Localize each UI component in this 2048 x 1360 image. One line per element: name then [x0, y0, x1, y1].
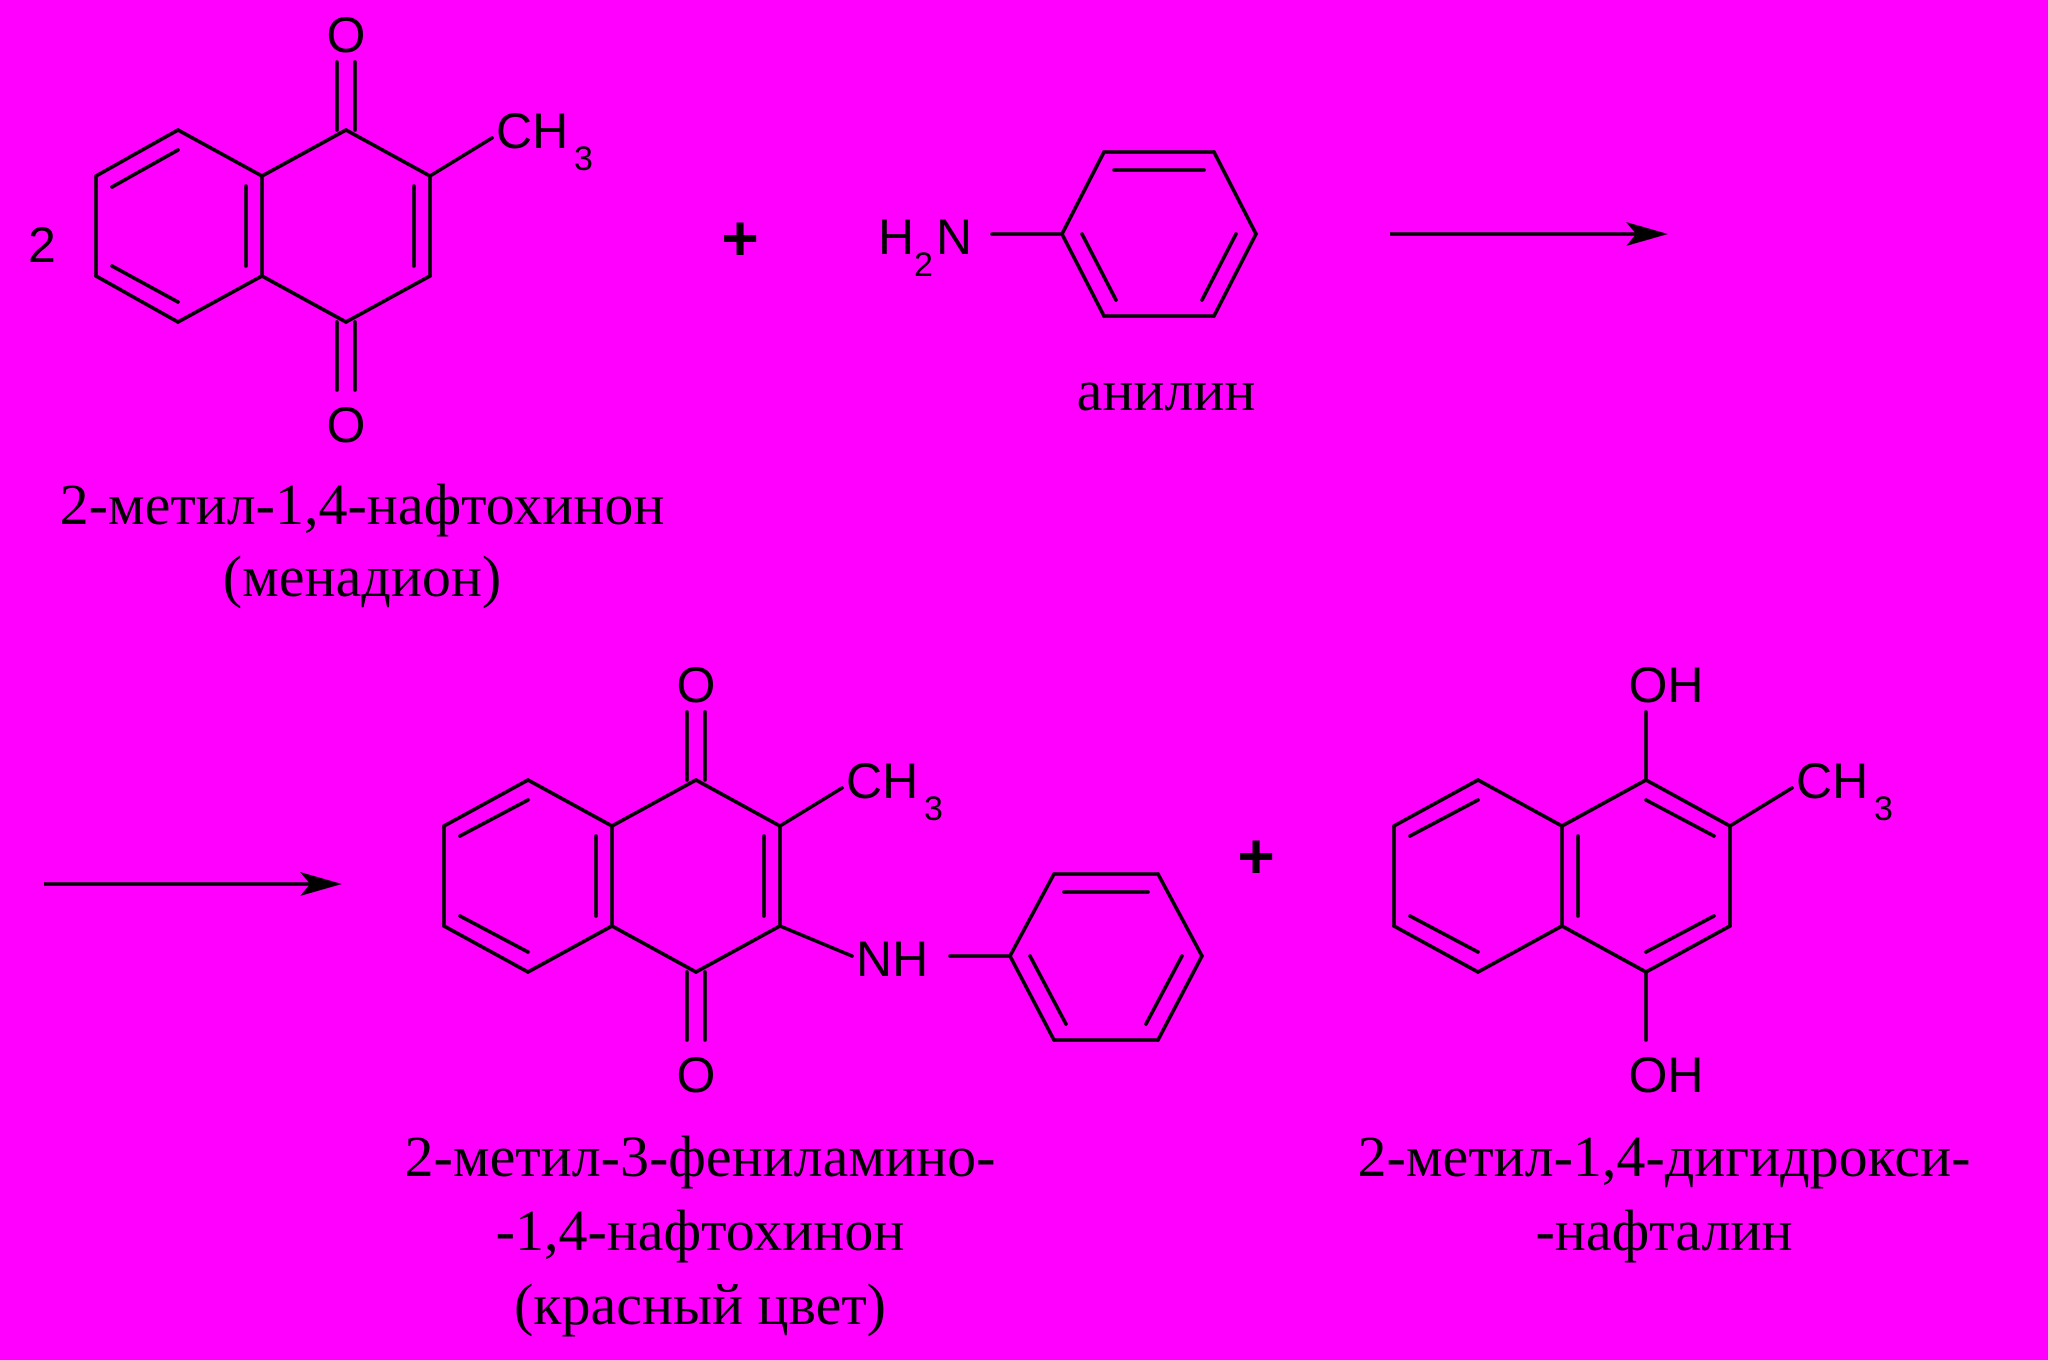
- stoichiometric-coefficient: 2: [28, 217, 56, 273]
- plus-sign-reactants: +: [721, 202, 758, 274]
- methyl-label: CH: [1796, 753, 1868, 809]
- menadione-name-line1: 2-метил-1,4-нафтохинон: [60, 472, 665, 537]
- nh-label: NH: [856, 931, 928, 987]
- phenylamino-naphthoquinone-structure: O O CH 3 NH 2-метил-3-фениламино- -1,4-н…: [405, 657, 1204, 1337]
- menadione-name-line2: (менадион): [223, 544, 501, 609]
- amine-h-subscript: 2: [914, 246, 933, 284]
- oxygen-bottom-label: O: [677, 1047, 716, 1103]
- methyl-label: CH: [496, 103, 568, 159]
- reaction-arrow-bottom: [44, 872, 342, 896]
- methyl-subscript: 3: [574, 140, 593, 178]
- amine-n-label: N: [936, 209, 972, 265]
- product2-name-line1: 2-метил-1,4-дигидрокси-: [1358, 1124, 1971, 1189]
- dihydroxynaphthalene-bonds: [1392, 710, 1794, 1042]
- oxygen-top-label: O: [327, 7, 366, 63]
- amine-h-label: H: [878, 209, 914, 265]
- menadione-bonds: [94, 60, 494, 392]
- phenylamino-naphthoquinone-bonds: [442, 710, 1204, 1042]
- menadione-structure: 2 O O CH: [28, 7, 664, 609]
- dihydroxynaphthalene-structure: OH OH CH 3 2-метил-1,4-дигидрокси- -нафт…: [1358, 657, 1971, 1263]
- product1-name-line1: 2-метил-3-фениламино-: [405, 1124, 996, 1189]
- hydroxyl-bottom-label: OH: [1629, 1047, 1704, 1103]
- product2-name-line2: -нафталин: [1535, 1198, 1792, 1263]
- aniline-structure: H 2 N анилин: [878, 150, 1258, 423]
- methyl-subscript: 3: [1874, 790, 1893, 828]
- hydroxyl-top-label: OH: [1629, 657, 1704, 713]
- product1-name-line2: -1,4-нафтохинон: [496, 1198, 905, 1263]
- aniline-name: анилин: [1077, 358, 1256, 423]
- methyl-label: CH: [846, 753, 918, 809]
- aniline-bonds: [990, 150, 1258, 318]
- product1-name-line3: (красный цвет): [514, 1272, 886, 1337]
- methyl-subscript: 3: [924, 790, 943, 828]
- oxygen-bottom-label: O: [327, 397, 366, 453]
- plus-sign-products: +: [1237, 820, 1274, 892]
- reaction-arrow-top: [1390, 222, 1668, 246]
- oxygen-top-label: O: [677, 657, 716, 713]
